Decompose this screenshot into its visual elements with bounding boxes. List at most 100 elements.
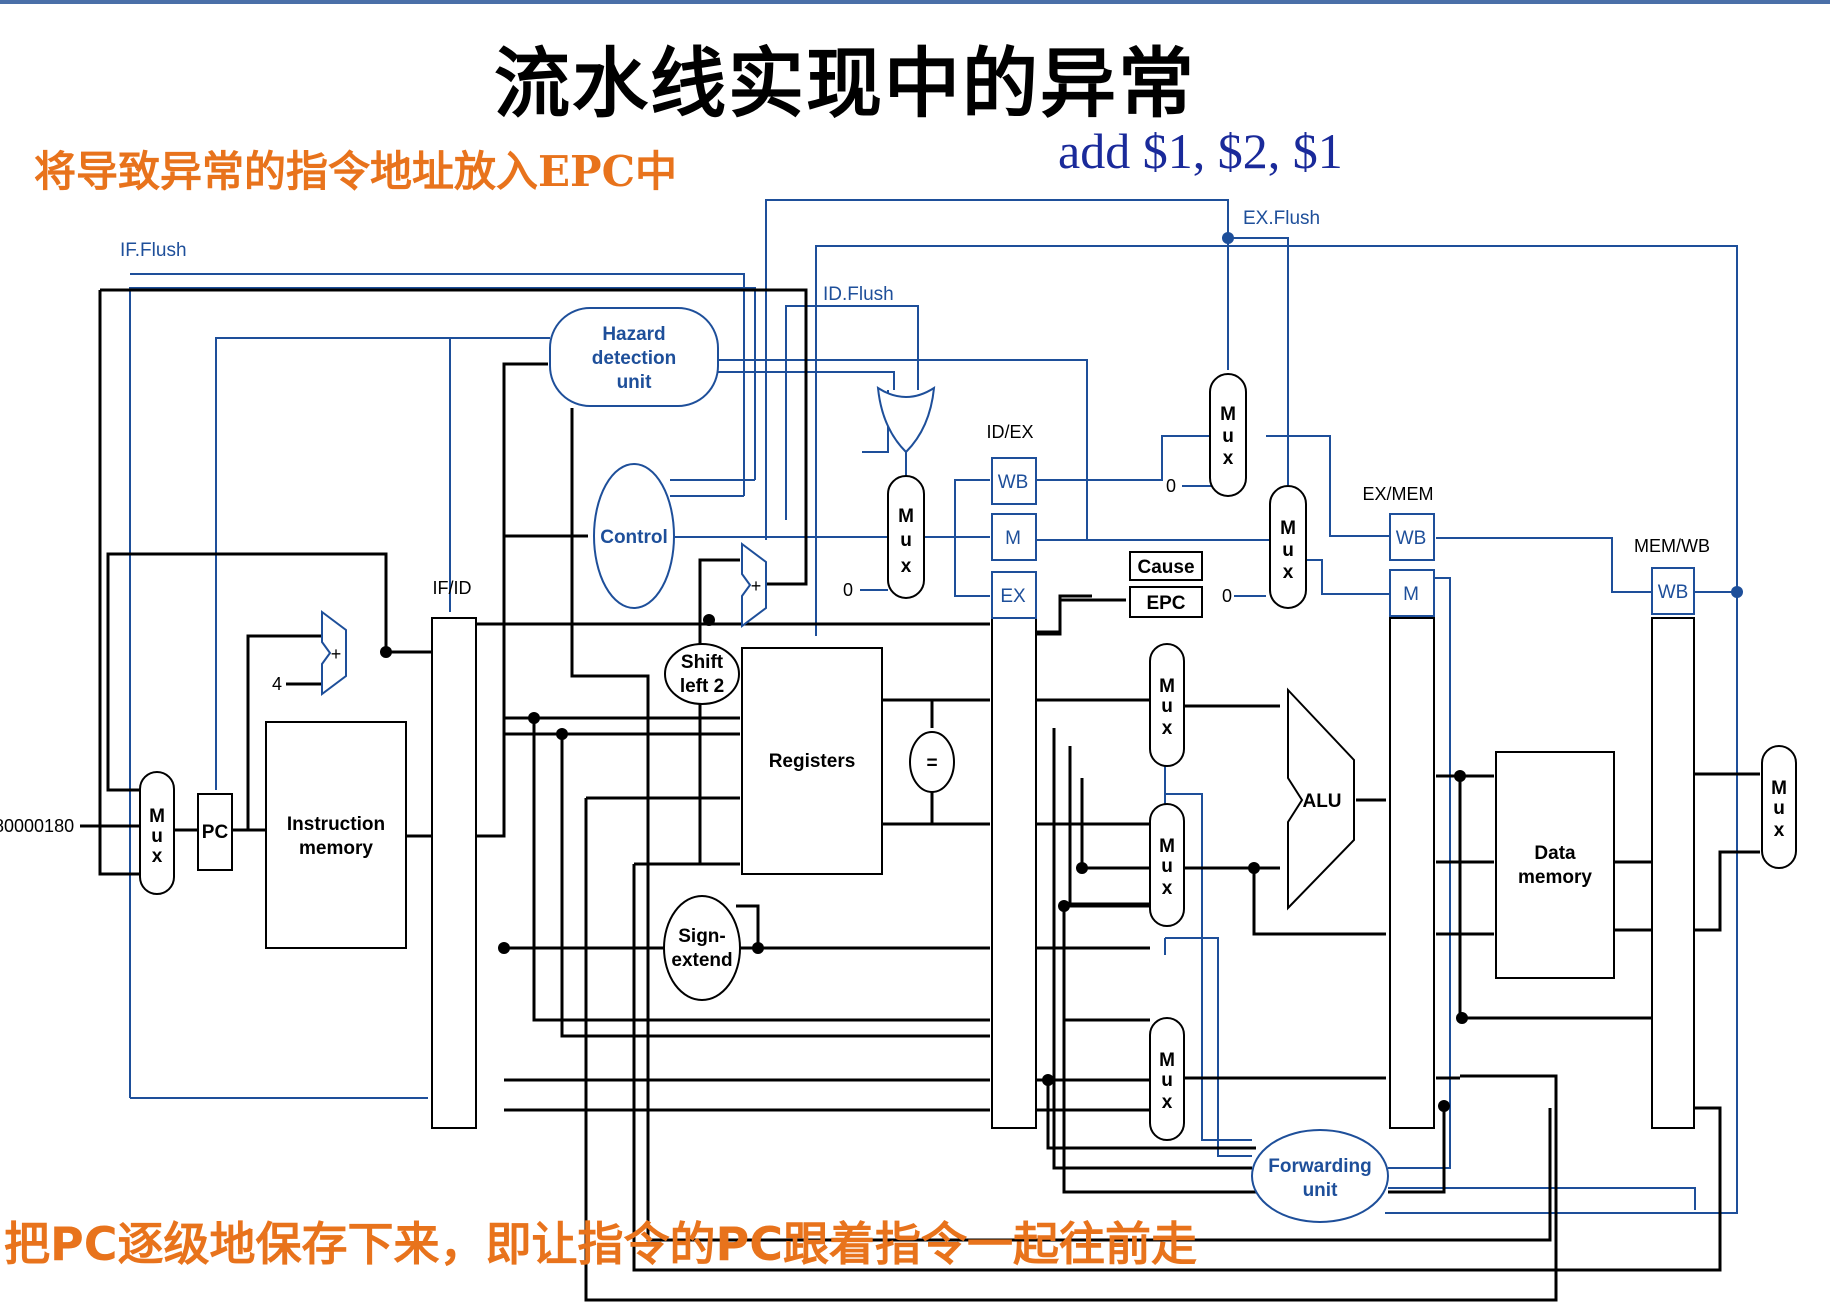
hazard-detection-unit: Hazard detection unit xyxy=(549,307,719,407)
control-unit: Control xyxy=(593,463,675,609)
svg-text:u: u xyxy=(1773,798,1785,819)
svg-text:M: M xyxy=(1403,584,1419,605)
equal-comparator: = xyxy=(909,731,955,793)
svg-text:MEM/WB: MEM/WB xyxy=(1634,536,1710,556)
zero-constant-wb: 0 xyxy=(1166,476,1176,496)
svg-text:u: u xyxy=(1161,1070,1173,1091)
svg-text:EX/MEM: EX/MEM xyxy=(1362,484,1433,504)
m-flush-mux: M u x xyxy=(1269,485,1307,609)
svg-text:ID/EX: ID/EX xyxy=(986,422,1033,442)
svg-text:M: M xyxy=(1159,676,1175,697)
four-constant: 4 xyxy=(272,674,282,694)
svg-text:Instruction: Instruction xyxy=(287,814,385,835)
slide-subtitle: 将导致异常的指令地址放入EPC中 xyxy=(34,147,678,196)
svg-text:M: M xyxy=(1280,518,1296,539)
svg-text:M: M xyxy=(1159,836,1175,857)
svg-text:M: M xyxy=(1005,528,1021,549)
registers-unit: Registers xyxy=(741,647,883,875)
svg-text:Hazard: Hazard xyxy=(602,324,665,345)
svg-text:u: u xyxy=(1282,540,1294,561)
svg-text:Registers: Registers xyxy=(769,751,856,772)
svg-text:memory: memory xyxy=(1518,867,1592,888)
bottom-note-prefix: 把 xyxy=(4,1217,50,1271)
pc-mux: M u x xyxy=(139,771,175,895)
sign-extend: Sign- extend xyxy=(663,895,741,1001)
id-flush-label: ID.Flush xyxy=(823,284,894,305)
svg-text:WB: WB xyxy=(1396,528,1427,549)
slide-title: 流水线实现中的异常 xyxy=(494,39,1196,128)
svg-text:x: x xyxy=(152,846,163,867)
bottom-note: 把PC逐级地保存下来，即让指令的PC跟着指令一起往前走 xyxy=(4,1208,1197,1274)
svg-text:u: u xyxy=(1222,426,1234,447)
svg-text:u: u xyxy=(1161,856,1173,877)
svg-text:WB: WB xyxy=(998,472,1029,493)
svg-text:Cause: Cause xyxy=(1137,557,1194,578)
svg-text:M: M xyxy=(1220,404,1236,425)
ex-mem-register: EX/MEM WB M xyxy=(1362,484,1435,1129)
shift-left-2: Shift left 2 xyxy=(664,643,740,705)
svg-text:x: x xyxy=(1162,718,1173,739)
svg-text:IF/ID: IF/ID xyxy=(433,578,472,598)
datapath-wires xyxy=(80,288,1760,1302)
top-accent-bar xyxy=(0,0,1830,4)
svg-text:M: M xyxy=(898,506,914,527)
regdst-mux: M u x xyxy=(1149,1017,1185,1141)
svg-text:EPC: EPC xyxy=(1146,593,1185,614)
svg-text:u: u xyxy=(151,826,163,847)
svg-text:extend: extend xyxy=(671,950,732,971)
mem-wb-register: MEM/WB WB xyxy=(1634,536,1710,1129)
svg-text:WB: WB xyxy=(1658,582,1689,603)
svg-text:M: M xyxy=(1771,778,1787,799)
cause-register: Cause xyxy=(1129,551,1203,581)
data-memory: Data memory xyxy=(1495,751,1615,979)
svg-text:x: x xyxy=(1162,1092,1173,1113)
instruction-text: add $1, $2, $1 xyxy=(1058,123,1343,179)
svg-text:+: + xyxy=(751,576,762,596)
svg-text:EX: EX xyxy=(1000,586,1026,607)
instruction-memory: Instruction memory xyxy=(265,721,407,949)
bottom-note-middle: 逐级地保存下来，即让指令的 xyxy=(117,1217,716,1271)
svg-text:Sign-: Sign- xyxy=(678,926,726,947)
svg-text:u: u xyxy=(1161,696,1173,717)
flush-wires xyxy=(129,199,1743,1214)
svg-text:detection: detection xyxy=(592,348,676,369)
svg-text:Shift: Shift xyxy=(681,652,724,673)
svg-text:Forwarding: Forwarding xyxy=(1268,1156,1371,1177)
svg-text:x: x xyxy=(1223,448,1234,469)
pc-adder: + xyxy=(321,610,347,696)
alu-mux-a: M u x xyxy=(1149,643,1185,767)
svg-text:x: x xyxy=(1283,562,1294,583)
svg-text:left 2: left 2 xyxy=(680,676,724,697)
if-id-register: IF/ID xyxy=(431,578,477,1129)
svg-text:=: = xyxy=(926,753,937,774)
if-flush-label: IF.Flush xyxy=(120,240,187,261)
branch-adder: + xyxy=(741,542,767,628)
svg-text:Data: Data xyxy=(1534,843,1576,864)
bottom-note-pc-2: PC xyxy=(715,1217,783,1271)
svg-text:unit: unit xyxy=(1303,1180,1338,1201)
alu-mux-b: M u x xyxy=(1149,803,1185,927)
writeback-mux: M u x xyxy=(1761,745,1797,869)
zero-constant-control: 0 xyxy=(843,580,853,600)
svg-text:PC: PC xyxy=(202,822,229,843)
svg-text:memory: memory xyxy=(299,838,373,859)
epc-register: EPC xyxy=(1129,586,1203,618)
bottom-note-suffix: 跟着指令一起往前走 xyxy=(782,1217,1197,1271)
bottom-note-pc-1: PC xyxy=(50,1217,118,1271)
id-ex-register: ID/EX WB M EX xyxy=(986,422,1037,1129)
svg-text:unit: unit xyxy=(617,372,652,393)
forwarding-unit: Forwarding unit xyxy=(1251,1129,1389,1223)
ex-flush-label: EX.Flush xyxy=(1243,208,1320,229)
flush-or-gate xyxy=(876,386,936,454)
svg-text:Control: Control xyxy=(600,527,668,548)
zero-constant-m: 0 xyxy=(1222,586,1232,606)
svg-text:u: u xyxy=(900,530,912,551)
alu: ALU xyxy=(1287,687,1355,911)
svg-text:x: x xyxy=(1774,820,1785,841)
wb-flush-mux: M u x xyxy=(1209,373,1247,497)
exception-address: 80000180 xyxy=(0,816,74,836)
pc-register: PC xyxy=(197,793,233,871)
svg-text:x: x xyxy=(1162,878,1173,899)
svg-text:M: M xyxy=(149,806,165,827)
